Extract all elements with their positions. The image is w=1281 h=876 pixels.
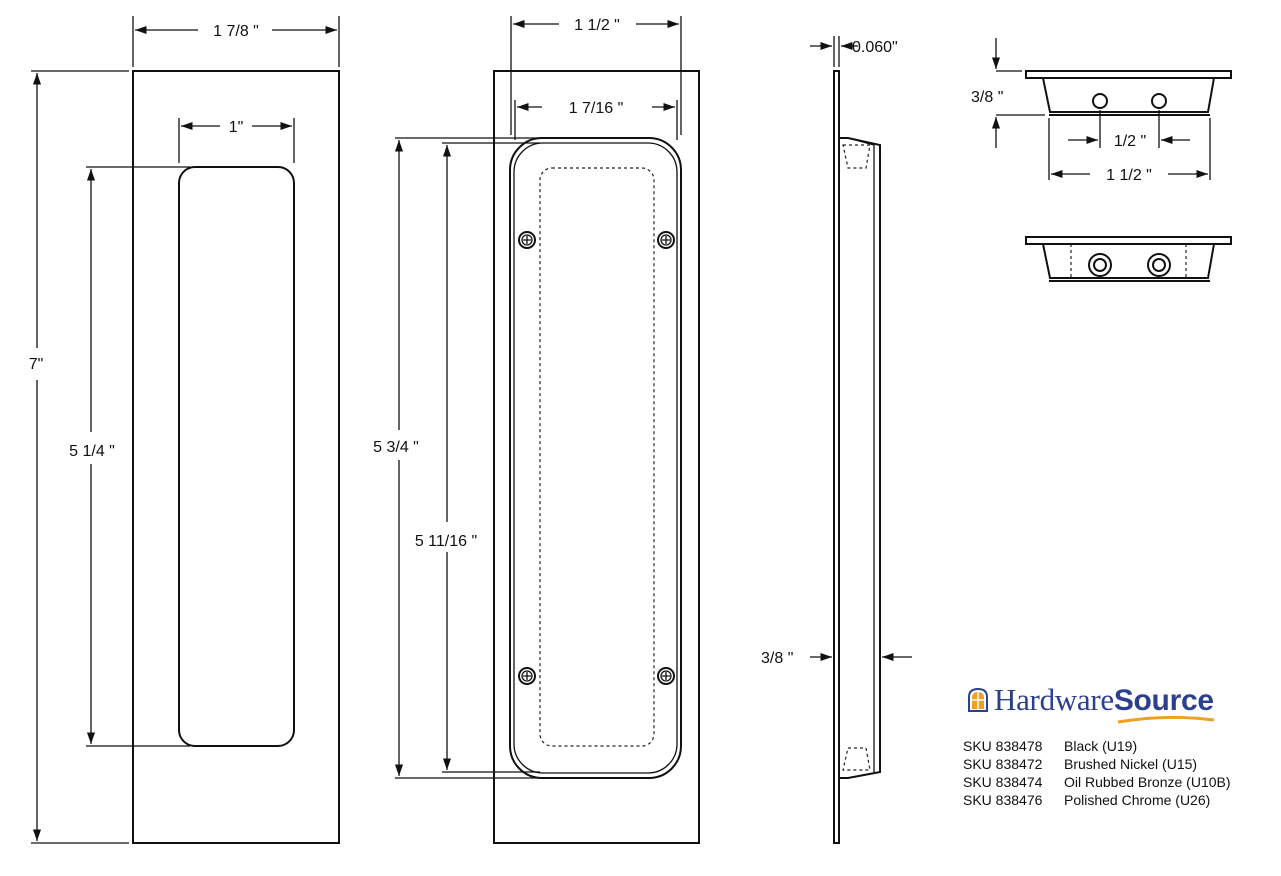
dim-top-depth: 3/8 ": [971, 89, 1003, 106]
dim-front-width: 1 7/8 ": [213, 23, 259, 40]
bottom-cup: [1042, 243, 1215, 279]
screw-boss-icon: [1152, 258, 1166, 272]
dim-opening-height: 5 1/4 ": [69, 443, 115, 460]
sku-number: SKU 838476: [963, 792, 1043, 808]
top-cup: [1042, 77, 1215, 113]
dim-top-width: 1 1/2 ": [1106, 167, 1152, 184]
bottom-plate: [1025, 236, 1232, 245]
side-cup-edge: [847, 137, 875, 146]
back-cup-outer: [509, 137, 682, 779]
sku-row: SKU 838474 Oil Rubbed Bronze (U10B): [963, 773, 1231, 791]
side-hidden-bottom: [842, 747, 871, 771]
side-hidden-top: [842, 144, 871, 169]
screw-boss-icon: [1147, 253, 1171, 277]
back-plate-outline: [493, 70, 700, 844]
screw-icon: [657, 231, 675, 249]
front-plate-outline: [132, 70, 340, 844]
sku-finish: Brushed Nickel (U15): [1064, 756, 1198, 772]
side-plate-outline: [833, 70, 840, 844]
screw-icon: [657, 667, 675, 685]
swoosh-icon: [1117, 716, 1215, 724]
sku-row: SKU 838478 Black (U19): [963, 737, 1231, 755]
front-opening-outline: [178, 166, 295, 747]
sku-list: SKU 838478 Black (U19) SKU 838472 Brushe…: [963, 737, 1231, 809]
dim-back-height: 5 3/4 ": [373, 439, 419, 456]
back-cup-inner: [513, 142, 678, 774]
dim-opening-width: 1": [229, 119, 244, 136]
screw-boss-icon: [1088, 253, 1112, 277]
sku-finish: Oil Rubbed Bronze (U10B): [1064, 774, 1231, 790]
screw-icon: [518, 231, 536, 249]
hole-icon: [1092, 93, 1108, 109]
brand-logo: HardwareSource: [966, 682, 1266, 724]
sku-row: SKU 838472 Brushed Nickel (U15): [963, 755, 1231, 773]
top-plate: [1025, 70, 1232, 79]
sku-number: SKU 838472: [963, 756, 1043, 772]
hole-icon: [1151, 93, 1167, 109]
brand-name-bold: Source: [1113, 684, 1214, 717]
back-view: 1 1/2 " 1 7/16 " 5 3/4 " 5 11/16 ": [373, 16, 700, 844]
window-icon: [968, 688, 988, 712]
dim-overall-height: 7": [29, 356, 44, 373]
sku-finish: Black (U19): [1064, 738, 1138, 754]
sku-finish: Polished Chrome (U26): [1064, 792, 1211, 808]
dim-side-depth: 3/8 ": [761, 650, 793, 667]
dim-plate-thickness: 0.060": [852, 39, 898, 56]
brand-name: HardwareSource: [994, 682, 1214, 718]
sku-row: SKU 838476 Polished Chrome (U26): [963, 791, 1231, 809]
sku-number: SKU 838474: [963, 774, 1043, 790]
brand-name-regular: Hardware: [994, 682, 1114, 717]
back-cup-hidden: [539, 167, 655, 747]
front-view: 1 7/8 " 1" 7" 5 1/4 ": [29, 16, 340, 844]
top-view: 3/8 " 1/2 " 1 1/2 ": [971, 38, 1232, 184]
side-view: 0.060" 3/8 ": [761, 36, 912, 844]
side-cup-outline: [839, 137, 881, 779]
dim-back-width: 1 1/2 ": [574, 17, 620, 34]
screw-boss-icon: [1093, 258, 1107, 272]
dim-back-inner-height: 5 11/16 ": [415, 533, 477, 550]
dim-hole-spacing: 1/2 ": [1114, 133, 1146, 150]
screw-icon: [518, 667, 536, 685]
bottom-view: [1025, 236, 1232, 282]
dim-back-inner-width: 1 7/16 ": [569, 100, 624, 117]
sku-number: SKU 838478: [963, 738, 1043, 754]
